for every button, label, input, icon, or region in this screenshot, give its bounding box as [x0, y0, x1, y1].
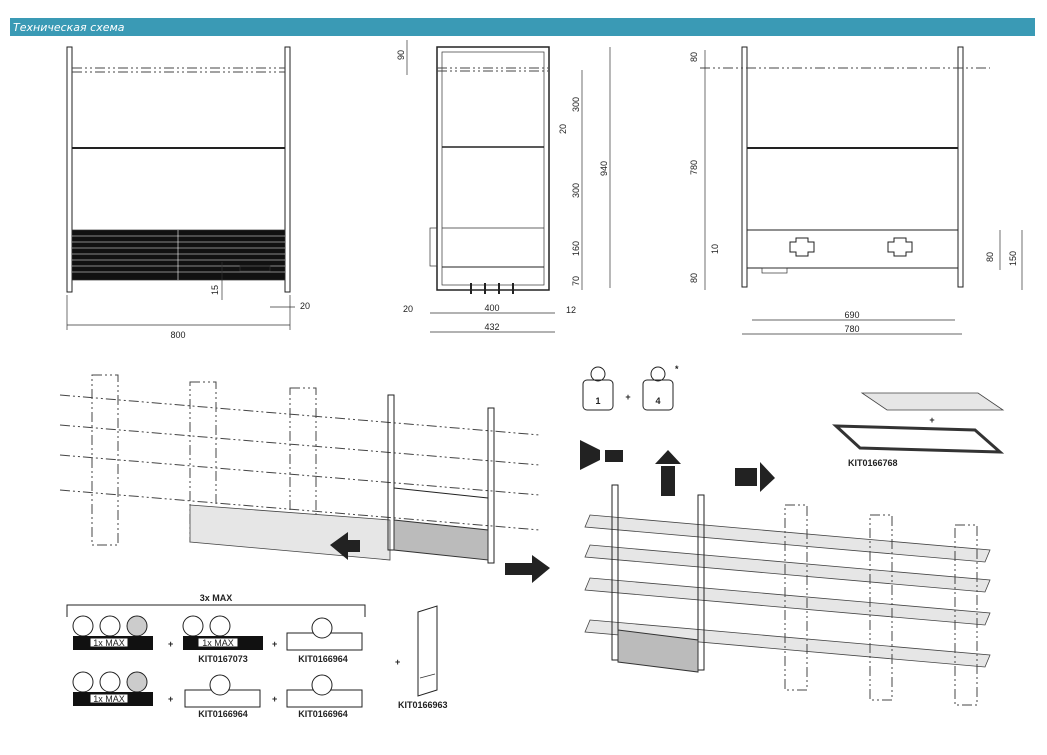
dim-width: 800	[170, 330, 185, 340]
dim-lower-shelf: 300	[571, 183, 581, 198]
plus-sign: +	[272, 639, 277, 649]
kit-code: KIT0166963	[398, 700, 448, 710]
manual-icons: 1 4 + *	[582, 364, 679, 411]
dim-panel: 80	[985, 252, 995, 262]
kit-code: KIT0166768	[848, 458, 898, 468]
manual-4-label: 4	[655, 396, 660, 406]
dim-bottom: 70	[571, 276, 581, 286]
section-title: Техническая схема	[13, 21, 125, 34]
side-view-drawing: 90 300 20 300 160 70 940 20 400 12 432	[396, 40, 611, 333]
dim-height: 940	[599, 161, 609, 176]
kit-code: KIT0166964	[298, 709, 348, 719]
plus-sign: +	[168, 694, 173, 704]
plus-sign: +	[395, 657, 400, 667]
left-isometric-assembly	[59, 374, 550, 583]
plus-sign: +	[272, 694, 277, 704]
dim-right-gap: 12	[566, 305, 576, 315]
plus-sign: +	[168, 639, 173, 649]
plus-sign: +	[625, 392, 630, 402]
glass-shelf-kit: + KIT0166768	[832, 392, 1005, 468]
dim-width: 780	[844, 324, 859, 334]
front-view-drawing: 800 20 15	[66, 46, 310, 340]
base-max-label: 1x MAX	[93, 638, 125, 648]
plus-sign: +	[929, 415, 934, 425]
dim-panel-total: 150	[1008, 251, 1018, 266]
right-isometric-assembly	[580, 440, 991, 706]
manual-1-label: 1	[595, 396, 600, 406]
dim-height: 780	[689, 160, 699, 175]
dim-gap: 10	[710, 244, 720, 254]
dim-shelf-thickness: 20	[558, 124, 568, 134]
dim-left-gap: 20	[403, 304, 413, 314]
configuration-diagram: 3x MAX 1x MAX + 1x MAX KIT0167073 + KIT0…	[66, 593, 448, 719]
dim-side: 20	[300, 301, 310, 311]
section-header: Техническая схема	[10, 18, 1035, 36]
dim-grille: 15	[210, 285, 220, 295]
dim-inner-width: 690	[844, 310, 859, 320]
kit-code: KIT0166964	[298, 654, 348, 664]
dim-top: 80	[689, 52, 699, 62]
row2: 1x MAX + KIT0166964 + KIT0166964	[72, 671, 363, 719]
rear-view-drawing: 80 780 10 80 80 150 690 780	[689, 46, 1023, 335]
dim-upper-shelf: 300	[571, 97, 581, 112]
star-mark: *	[675, 364, 679, 374]
limit-label: 3x MAX	[200, 593, 233, 603]
row1: 1x MAX + 1x MAX KIT0167073 + KIT0166964	[72, 615, 363, 664]
base-max-label: 1x MAX	[93, 694, 125, 704]
dim-base: 160	[571, 241, 581, 256]
module-max-label: 1x MAX	[202, 638, 234, 648]
kit-code: KIT0166964	[198, 709, 248, 719]
kit-code: KIT0167073	[198, 654, 248, 664]
dim-bottom: 80	[689, 273, 699, 283]
dim-depth: 432	[484, 322, 499, 332]
dim-depth-inner: 400	[484, 303, 499, 313]
dim-top-offset: 90	[396, 50, 406, 60]
